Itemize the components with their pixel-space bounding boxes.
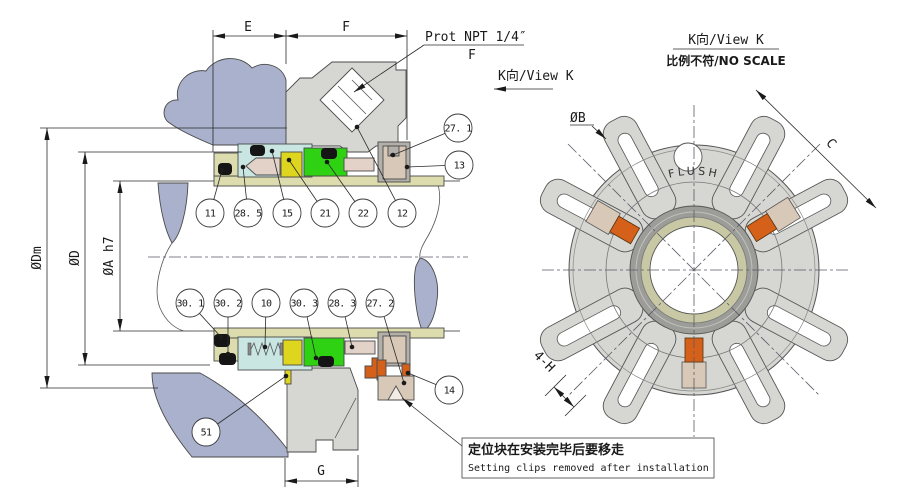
dim-label-g: G	[317, 464, 325, 479]
balloon-10: 10	[251, 288, 281, 350]
balloon-label: 10	[261, 299, 272, 310]
balloon-27.1: 27. 1	[390, 113, 473, 158]
port-annotation: Prot NPT 1/4″ F	[353, 30, 527, 93]
dim-c	[755, 89, 877, 209]
gland-upper	[285, 61, 407, 153]
view-k-arrow-label: K向/View K	[498, 68, 574, 84]
clip-notch	[387, 385, 405, 401]
view-k: K向/View K 比例不符/NO SCALE FLUSH ØB C	[530, 32, 877, 437]
balloon-13: 13	[404, 150, 474, 180]
balloon-label: 30. 3	[290, 299, 318, 310]
balloon-label: 28. 3	[328, 299, 356, 310]
setting-clip	[585, 200, 641, 245]
view-k-subtitle: 比例不符/NO SCALE	[666, 53, 785, 68]
o-ring	[218, 163, 232, 175]
balloon-label: 51	[201, 428, 212, 439]
port-label: Prot NPT 1/4″	[425, 30, 527, 45]
balloon-label: 30. 2	[214, 299, 242, 310]
setting-pin	[284, 369, 292, 385]
o-ring	[219, 353, 236, 365]
dim-h	[553, 386, 575, 408]
balloon-label: 13	[454, 161, 465, 172]
bolt-slot	[729, 342, 771, 408]
o-ring	[250, 145, 265, 156]
dim-label-dm: ØDm	[30, 246, 45, 270]
dim-label-e: E	[244, 20, 252, 35]
balloon-11: 11	[195, 167, 225, 228]
bolt-slot	[556, 305, 622, 347]
o-ring	[318, 356, 334, 367]
balloon-27.2: 27. 2	[365, 288, 407, 386]
balloon-label: 21	[320, 209, 331, 220]
balloon-21: 21	[286, 157, 340, 228]
seal-stack-lower	[213, 327, 445, 371]
flush-port-hole	[673, 142, 703, 172]
view-direction: K向/View K	[494, 68, 574, 92]
balloon-label: 27. 2	[366, 299, 394, 310]
dim-label-b: ØB	[570, 111, 586, 126]
dim-label-d: ØD	[68, 250, 83, 266]
pump-housing	[151, 58, 441, 458]
balloon-12: 12	[354, 124, 417, 228]
note-line-zh: 定位块在安装完毕后要移走	[467, 442, 625, 458]
note-line-en: Setting clips removed after installation	[468, 463, 709, 474]
balloon-28.3: 28. 3	[327, 288, 357, 350]
o-ring	[214, 334, 230, 347]
balloon-label: 15	[282, 209, 293, 220]
balloon-label: 22	[358, 209, 369, 220]
balloon-label: 12	[397, 209, 408, 220]
section-view: ØDm ØD ØA h7 E F G Prot NPT 1/4″ F K向/Vi…	[30, 20, 574, 487]
dim-label-a: ØA h7	[102, 236, 117, 275]
flush-label: FLUSH	[667, 165, 721, 181]
bolt-slot	[617, 342, 659, 408]
dimensions: ØDm ØD ØA h7 E F G	[30, 20, 408, 487]
seal-ring-lower	[282, 339, 303, 366]
shaft-break-teardrop-left	[157, 182, 189, 244]
balloon-label: 27. 1	[444, 124, 472, 135]
balloon-30.1: 30. 1	[175, 288, 224, 340]
balloon-22: 22	[324, 159, 378, 228]
seal-stack-upper	[213, 143, 445, 187]
bolt-slot	[766, 305, 832, 347]
bolt-lug-arm	[602, 320, 677, 425]
balloon-label: 30. 1	[176, 299, 204, 310]
balloon-label: 11	[205, 209, 216, 220]
o-ring	[321, 148, 337, 159]
drive-collar-upper	[245, 157, 281, 176]
balloon-51: 51	[191, 373, 289, 447]
shaft-break-teardrop-right	[414, 257, 439, 333]
balloon-label: 28. 5	[234, 209, 262, 220]
balloon-14: 14	[405, 370, 464, 405]
balloon-label: 14	[444, 386, 455, 397]
balloon-15: 15	[269, 148, 302, 228]
spring	[247, 341, 284, 357]
bolt-lug-arm	[602, 115, 677, 220]
part-callouts: 11 28. 5 15 21 22 12 27. 1 13 30. 1 30. 2 10 30. 3 2…	[175, 113, 474, 447]
gland-lower	[284, 367, 359, 453]
balloon-30.2: 30. 2	[213, 288, 243, 357]
balloon-30.3: 30. 3	[289, 288, 319, 361]
view-k-title: K向/View K	[688, 32, 764, 48]
balloon-28.5: 28. 5	[233, 164, 263, 228]
note-box: 定位块在安装完毕后要移走 Setting clips removed after…	[401, 397, 715, 479]
bolt-slot	[617, 132, 659, 198]
seal-ring-upper	[280, 151, 303, 178]
dim-label-f: F	[342, 20, 350, 35]
port-label-f: F	[468, 48, 476, 63]
dim-label-c: C	[822, 136, 839, 152]
